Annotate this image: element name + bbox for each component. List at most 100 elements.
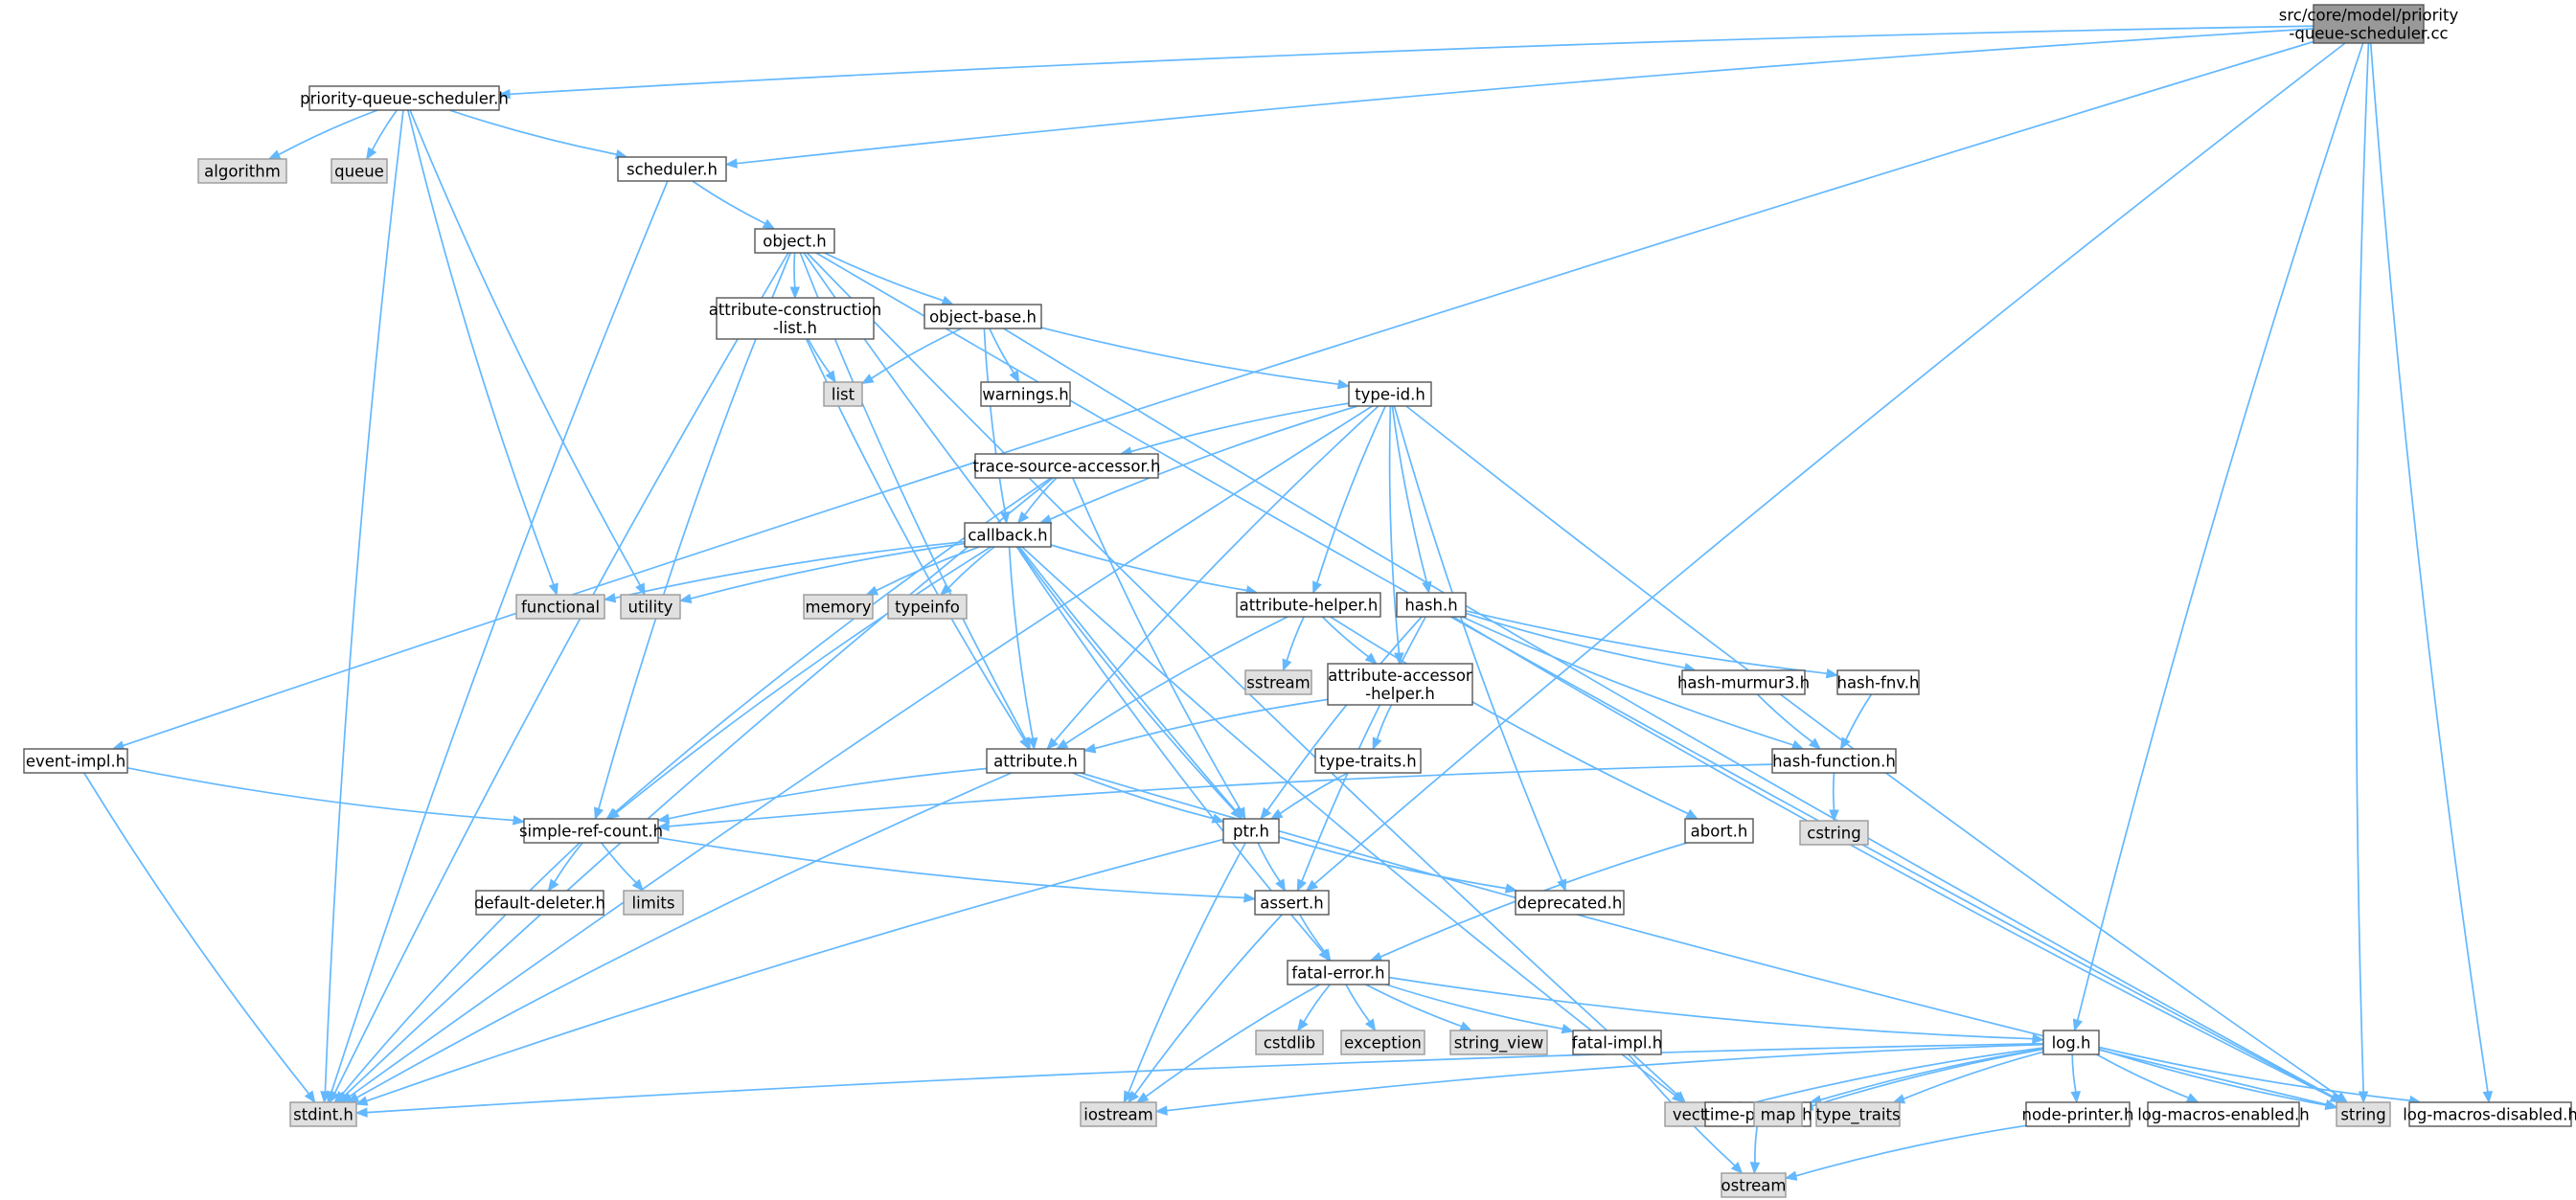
arrowhead-icon [1027, 736, 1038, 751]
node-objectbase[interactable]: object-base.h [923, 304, 1042, 329]
node-pqs[interactable]: priority-queue-scheduler.h [300, 85, 509, 111]
edge-src-to-assert [657, 836, 1257, 903]
node-limits: limits [623, 890, 684, 916]
edge-hash-to-string [1452, 616, 2343, 1103]
node-label: ostream [1721, 1177, 1787, 1195]
arrowhead-icon [865, 585, 879, 596]
edge-root-to-pqs [497, 25, 2314, 100]
node-hash[interactable]: hash.h [1396, 592, 1467, 618]
node-fnv[interactable]: hash-fnv.h [1836, 669, 1920, 695]
edge-line [1832, 772, 1835, 811]
node-deprecated[interactable]: deprecated.h [1515, 890, 1625, 916]
node-fatal[interactable]: fatal-error.h [1287, 960, 1390, 985]
node-attribute[interactable]: attribute.h [986, 748, 1085, 774]
edge-ptr-to-iostream [1123, 842, 1246, 1104]
node-label: event-impl.h [26, 753, 125, 771]
node-box [1836, 669, 1920, 695]
node-typeid[interactable]: type-id.h [1348, 381, 1432, 407]
edge-line [824, 252, 944, 302]
node-box [289, 1101, 357, 1127]
node-box [2408, 1101, 2572, 1127]
node-box [1254, 890, 1330, 916]
node-warnings[interactable]: warnings.h [980, 381, 1071, 407]
node-box [1314, 748, 1422, 774]
node-nodeprinter[interactable]: node-printer.h [2021, 1101, 2134, 1127]
node-acl[interactable]: attribute-construction-list.h [709, 297, 882, 340]
edge-line [1452, 616, 2333, 1098]
node-label: fatal-error.h [1291, 964, 1384, 983]
node-hashfunc[interactable]: hash-function.h [1771, 748, 1897, 774]
edge-callback-to-vector [1021, 546, 1685, 1103]
edge-line [1388, 976, 2034, 1040]
node-label: attribute-helper.h [1240, 597, 1379, 615]
edge-line [1845, 693, 1873, 740]
node-utility: utility [620, 594, 681, 620]
edge-pqs-to-scheduler [448, 109, 628, 160]
edge-hash-to-assert [1296, 616, 1426, 893]
node-label: string [2340, 1106, 2385, 1124]
node-dd[interactable]: default-deleter.h [474, 890, 605, 916]
arrowhead-icon [1046, 737, 1059, 750]
node-log[interactable]: log.h [2042, 1030, 2100, 1055]
node-functional: functional [515, 594, 605, 620]
arrowhead-icon [1154, 1105, 1168, 1116]
edge-line [1756, 693, 1813, 743]
arrowhead-icon [2482, 1091, 2494, 1104]
node-lme[interactable]: log-macros-enabled.h [2137, 1101, 2310, 1127]
node-tsa[interactable]: trace-source-accessor.h [973, 453, 1161, 479]
edge-tsa-to-ptr [1072, 477, 1246, 821]
node-fatalimpl[interactable]: fatal-impl.h [1572, 1030, 1662, 1055]
edge-line [1040, 327, 1339, 386]
node-box [1799, 820, 1869, 846]
arrowhead-icon [603, 593, 617, 603]
node-callback[interactable]: callback.h [964, 522, 1052, 548]
node-aah[interactable]: attribute-accessor-helper.h [1327, 663, 1473, 706]
arrowhead-icon [1275, 878, 1287, 893]
node-queue: queue [331, 158, 388, 184]
node-abort[interactable]: abort.h [1684, 818, 1754, 844]
node-murmur[interactable]: hash-murmur3.h [1677, 669, 1810, 695]
arrowhead-icon [825, 370, 836, 384]
edge-line [324, 109, 404, 1093]
node-box [964, 522, 1052, 548]
node-src[interactable]: simple-ref-count.h [519, 818, 663, 844]
node-label: list [832, 386, 855, 404]
node-ptr[interactable]: ptr.h [1222, 818, 1280, 844]
edge-objectbase-to-list [860, 328, 962, 385]
edge-line [1257, 842, 1281, 882]
node-label: typeinfo [895, 599, 960, 617]
edge-hash-to-murmur [1465, 612, 1697, 673]
edge-log-to-stdint [354, 1042, 2044, 1118]
edge-line [807, 338, 831, 374]
arrowhead-icon [1269, 808, 1284, 820]
edge-line [614, 540, 966, 600]
edge-line [1385, 984, 1563, 1030]
node-box [1515, 890, 1625, 916]
edge-attrhelper-to-abort [1330, 616, 1698, 820]
arrowhead-icon [941, 295, 955, 306]
node-box [1721, 1172, 1787, 1198]
node-lmd[interactable]: log-macros-disabled.h [2403, 1101, 2576, 1127]
node-box [2042, 1030, 2100, 1055]
edge-typeid-to-tsa [1119, 402, 1350, 457]
edge-objectbase-to-warnings [989, 328, 1020, 384]
node-assert[interactable]: assert.h [1254, 890, 1330, 916]
edge-line [1461, 616, 1794, 746]
node-eventimpl[interactable]: event-impl.h [23, 748, 128, 774]
node-box [23, 748, 128, 774]
edge-line [406, 109, 555, 585]
arrowhead-icon [304, 1090, 316, 1104]
node-attrhelper[interactable]: attribute-helper.h [1236, 592, 1381, 618]
node-object[interactable]: object.h [754, 228, 835, 254]
node-root[interactable]: src/core/model/priority-queue-scheduler.… [2279, 4, 2459, 44]
edge-line [1321, 616, 1370, 658]
node-label: algorithm [204, 163, 281, 181]
node-typetraitsh[interactable]: type-traits.h [1314, 748, 1422, 774]
arrowhead-icon [789, 286, 801, 300]
node-scheduler[interactable]: scheduler.h [617, 156, 727, 182]
edge-pqs-to-queue [365, 109, 398, 161]
arrowhead-icon [656, 813, 671, 824]
arrowhead-icon [2185, 1093, 2200, 1103]
edge-attribute-to-src [656, 767, 988, 824]
node-box [716, 297, 875, 340]
